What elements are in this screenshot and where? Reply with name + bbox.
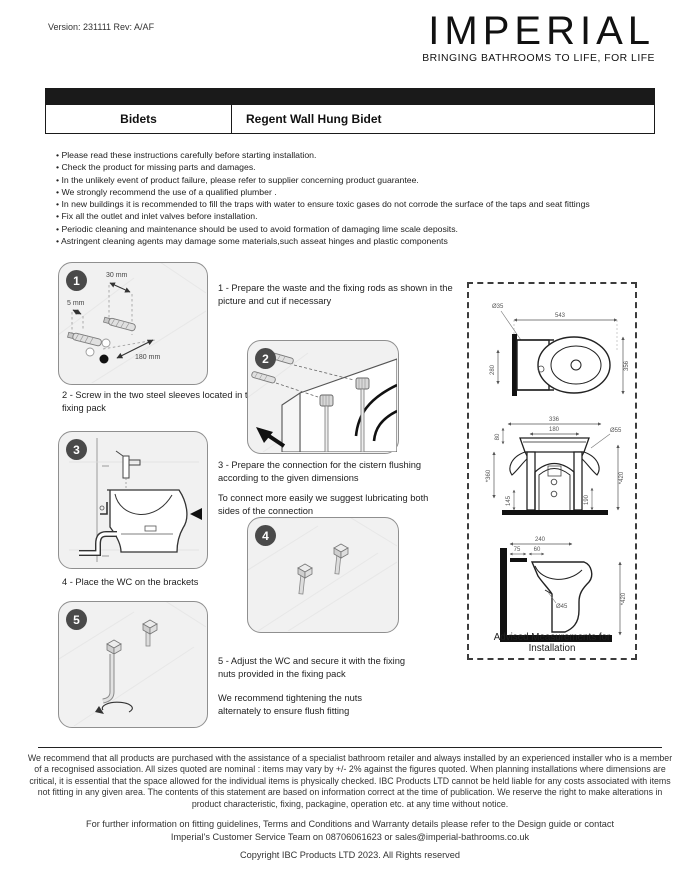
panel-3-badge: 3 <box>66 439 87 460</box>
contact-text: For further information on fitting guide… <box>85 819 615 842</box>
panel-4-illustration <box>248 518 397 631</box>
brand-logo: IMPERIAL <box>428 9 655 53</box>
side-view-drawing: 240 75 60 Ø45 *420 <box>500 537 627 642</box>
note-item: • Fix all the outlet and inlet valves be… <box>56 211 258 222</box>
copyright-text: Copyright IBC Products LTD 2023. All Rig… <box>240 850 460 860</box>
top-view-width-label: 543 <box>555 313 566 319</box>
note-item: • Astringent cleaning agents may damage … <box>56 236 448 247</box>
panel-2-badge: 2 <box>255 348 276 369</box>
front-view-right-label: *420 <box>619 471 625 484</box>
panel-1-illustration: 30 mm 5 mm 180 mm <box>59 263 206 383</box>
panel-3-illustration <box>69 438 202 562</box>
step-3-note: To connect more easily we suggest lubric… <box>218 493 429 516</box>
panel-4: 4 <box>247 517 399 633</box>
side-view-seg-b-label: 60 <box>534 547 541 553</box>
measurements-caption: Advised Measurements for Installation <box>493 632 611 654</box>
dim-5mm-label: 5 mm <box>67 300 85 307</box>
step-2-text: 2 - Screw in the two steel sleeves locat… <box>62 390 258 413</box>
panel-1: 1 30 mm 5 mm 180 mm <box>58 262 208 385</box>
front-view-lower-left-label: 145 <box>506 495 512 506</box>
step-4-text: 4 - Place the WC on the brackets <box>62 577 199 587</box>
side-view-seg-a-label: 75 <box>514 547 521 553</box>
front-view-left-label: *360 <box>486 469 492 482</box>
top-view-hole-label: Ø35 <box>492 304 504 310</box>
note-item: • Periodic cleaning and maintenance shou… <box>56 223 458 234</box>
panel-5-illustration <box>59 602 206 726</box>
note-item: • Please read these instructions careful… <box>56 150 317 160</box>
top-view-drawing: Ø35 543 280 356 <box>490 304 630 396</box>
product-table: Bidets Regent Wall Hung Bidet <box>45 104 655 134</box>
note-item: • In the unlikely event of product failu… <box>56 174 419 185</box>
front-view-width-label: 336 <box>549 417 560 423</box>
side-view-height-label: *420 <box>621 592 627 605</box>
panel-3: 3 <box>58 431 208 569</box>
panel-5: 5 <box>58 601 208 728</box>
panel-5-badge: 5 <box>66 609 87 630</box>
dim-180mm-label: 180 mm <box>135 354 160 361</box>
footer-divider <box>38 747 662 748</box>
note-item: • Check the product for missing parts an… <box>56 162 256 173</box>
top-view-left-label: 280 <box>490 364 496 375</box>
step-3-text: 3 - Prepare the connection for the ciste… <box>218 460 422 483</box>
dim-30mm-label: 30 mm <box>106 272 128 279</box>
front-view-drawing: 336 180 Ø55 80 *360 *420 145 <box>486 417 625 515</box>
top-view-right-label: 356 <box>624 360 630 371</box>
panel-4-badge: 4 <box>255 525 276 546</box>
step-5-text: 5 - Adjust the WC and secure it with the… <box>218 656 406 679</box>
panel-2: 2 <box>247 340 399 454</box>
disclaimer-text: We recommend that all products are purch… <box>27 753 673 809</box>
brand-tagline: BRINGING BATHROOMS TO LIFE, FOR LIFE <box>422 53 655 64</box>
measurements-box: Ø35 543 280 356 336 180 Ø55 <box>467 282 637 660</box>
note-item: • We strongly recommend the use of a qua… <box>56 186 277 197</box>
step-1-text: 1 - Prepare the waste and the fixing rod… <box>218 283 453 306</box>
note-item: • In new buildings it is recommended to … <box>56 199 590 210</box>
step-5-note: We recommend tightening the nuts alterna… <box>218 693 363 716</box>
side-view-hole-label: Ø45 <box>556 604 568 610</box>
side-view-depth-label: 240 <box>535 537 546 543</box>
front-view-upper-left-label: 80 <box>495 433 501 440</box>
version-text: Version: 231111 Rev: A/AF <box>48 22 155 32</box>
front-view-lower-right-label: 190 <box>584 494 590 505</box>
product-name-cell: Regent Wall Hung Bidet <box>246 112 382 126</box>
brand-block: IMPERIAL BRINGING BATHROOMS TO LIFE, FOR… <box>422 10 655 64</box>
front-view-hole-label: Ø55 <box>610 428 622 434</box>
header-divider-bar <box>45 88 655 104</box>
front-view-inner-label: 180 <box>549 427 560 433</box>
product-category-cell: Bidets <box>46 105 232 133</box>
notes-list: • Please read these instructions careful… <box>56 149 678 247</box>
panel-2-illustration <box>248 352 397 452</box>
panel-1-badge: 1 <box>66 270 87 291</box>
